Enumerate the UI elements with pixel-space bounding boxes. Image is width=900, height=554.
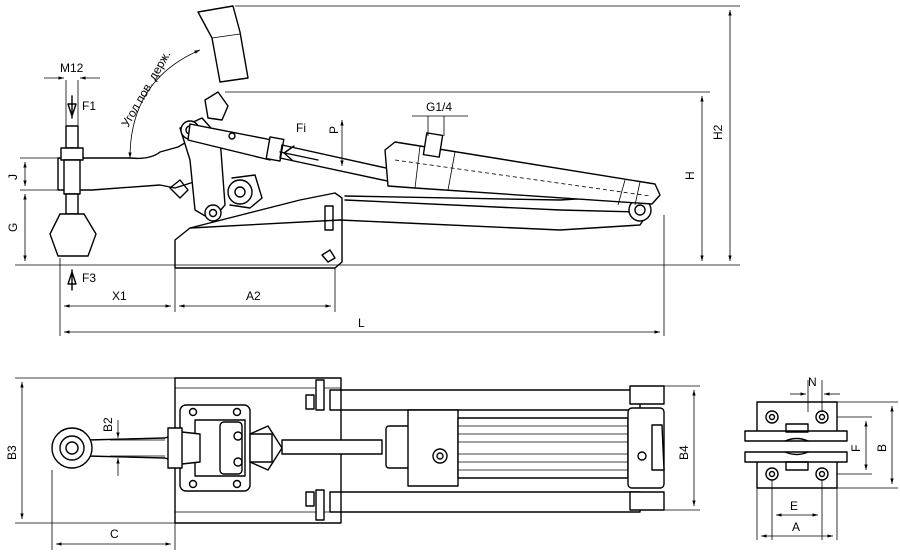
top-piston-rod [281, 439, 383, 455]
dim-J: J [6, 174, 20, 180]
dim-F: F [849, 445, 863, 452]
top-view [51, 377, 665, 524]
dim-N: N [808, 375, 817, 389]
stop-nut [169, 179, 189, 199]
top-rod-clevis [249, 433, 273, 463]
handle-swung [197, 5, 249, 83]
force-F1: F1 [82, 99, 96, 113]
side-dimensions: H2 H J G M12 F1 F3 Fi P G1/4 [6, 5, 740, 336]
dim-B2: B2 [101, 417, 115, 432]
dim-X1: X1 [112, 289, 127, 303]
dim-G: G [6, 223, 20, 232]
handle-knob [204, 91, 229, 121]
lower-pivot-pin [204, 204, 222, 222]
dim-C: C [110, 527, 119, 541]
bottom-rail [329, 491, 641, 513]
spindle [49, 125, 97, 257]
top-clamping-arm [87, 431, 201, 465]
top-spindle-end [51, 427, 93, 469]
base-plate [174, 192, 343, 269]
dim-B4: B4 [677, 445, 691, 460]
base-slot [324, 205, 334, 231]
end-hole-tl [765, 410, 779, 424]
end-hole-br [815, 467, 829, 481]
air-port [422, 132, 444, 158]
dim-M12: M12 [60, 61, 84, 75]
dim-E: E [790, 499, 798, 513]
angle-label: Угол пов. держ. [118, 48, 173, 129]
end-hole-tr [815, 410, 829, 424]
dim-H: H [683, 171, 697, 180]
dim-G14: G1/4 [426, 100, 452, 114]
end-view [744, 401, 848, 489]
dim-B: B [875, 444, 889, 452]
base-foot-screw [321, 249, 336, 263]
main-pivot [227, 179, 253, 205]
end-dimensions: N F B E A [756, 375, 898, 540]
dim-P: P [327, 126, 341, 134]
side-view [49, 5, 661, 269]
dim-B3: B3 [5, 445, 19, 460]
dim-A: A [792, 520, 800, 534]
dim-L: L [358, 316, 365, 330]
top-dimensions: B3 B2 C B4 [5, 377, 700, 550]
top-rail [329, 389, 641, 411]
force-F3: F3 [82, 271, 96, 285]
dim-H2: H2 [711, 124, 725, 140]
end-hole-bl [765, 467, 779, 481]
spindle-tip [49, 213, 97, 257]
force-Fi: Fi [296, 121, 306, 135]
dim-A2: A2 [246, 289, 261, 303]
top-cylinder-body [407, 409, 459, 487]
